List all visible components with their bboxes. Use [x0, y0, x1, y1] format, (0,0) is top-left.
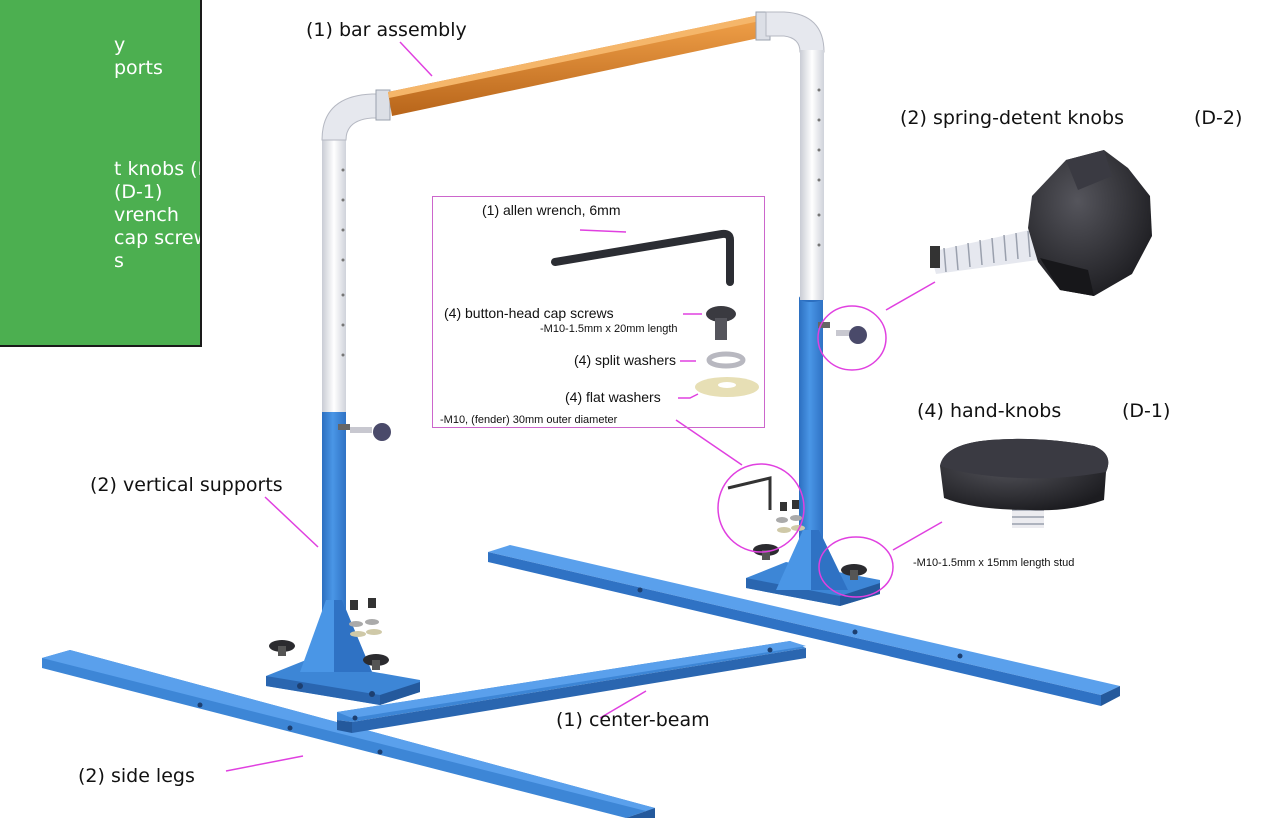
- label-spring-detent-knobs: (2) spring-detent knobs: [900, 107, 1125, 129]
- parts-list-item: ports: [114, 57, 163, 79]
- vertical-support-right: [746, 294, 880, 606]
- parts-list-item: (D-1): [114, 181, 163, 203]
- spring-detent-knob-illustration: [930, 150, 1152, 296]
- split-washers-word: split: [595, 352, 620, 368]
- parts-list-item: s: [114, 250, 124, 272]
- label-center-beam: (1) center-beam: [556, 709, 710, 731]
- parts-list-item: cap screws: [114, 227, 200, 249]
- label-hand-knob-stud: -M10-1.5mm x 15mm length stud: [913, 557, 1075, 569]
- hand-knob-illustration: [940, 438, 1109, 528]
- center-beam: [337, 641, 806, 733]
- label-cap-screws: (4) button-head cap screws: [444, 305, 614, 321]
- label-vertical-supports: (2) vertical supports: [90, 474, 283, 496]
- split-washers-tail: washers: [623, 352, 676, 368]
- split-washer-illustration: [706, 351, 746, 369]
- label-split-washers: (4) split washers: [574, 352, 676, 368]
- allen-wrench-illustration: [551, 229, 734, 286]
- bar-assembly: [321, 11, 825, 412]
- label-hand-knobs-code: (D-1): [1122, 400, 1171, 422]
- label-hand-knobs: (4) hand-knobs: [917, 400, 1062, 422]
- small-hand-knobs-left: [269, 598, 389, 670]
- parts-list-panel: y ports t knobs (D-2) (D-1) vrench cap s…: [0, 0, 202, 347]
- label-cap-screws-spec: -M10-1.5mm x 20mm length: [540, 323, 678, 335]
- callout-circle-hand-knob: [818, 536, 894, 598]
- parts-list-item: vrench: [114, 204, 179, 226]
- label-bar-assembly: (1) bar assembly: [306, 19, 467, 41]
- vertical-support-left: [266, 396, 420, 705]
- button-head-screw-illustration: [706, 306, 736, 340]
- parts-list-item: t knobs (D-2): [114, 158, 200, 180]
- parts-list-item: y: [114, 34, 126, 56]
- callout-circle-hardware: [717, 463, 805, 553]
- callout-circle-spring-knob: [817, 305, 887, 371]
- hardware-kit-box: [432, 196, 765, 428]
- flat-washer-illustration: [695, 377, 759, 397]
- label-flat-washers: (4) flat washers: [565, 389, 661, 405]
- label-side-legs: (2) side legs: [78, 765, 195, 787]
- split-washers-count: (4): [574, 352, 592, 368]
- side-leg-right: [488, 545, 1120, 706]
- small-spring-knob-left: [338, 423, 391, 441]
- small-hand-knobs-right: [753, 544, 867, 580]
- small-spring-knob-right: [818, 322, 867, 344]
- label-flat-washers-spec: -M10, (fender) 30mm outer diameter: [440, 414, 618, 426]
- label-allen-wrench: (1) allen wrench, 6mm: [482, 202, 621, 218]
- label-spring-detent-code: (D-2): [1194, 107, 1243, 129]
- small-hardware-set: [727, 476, 805, 533]
